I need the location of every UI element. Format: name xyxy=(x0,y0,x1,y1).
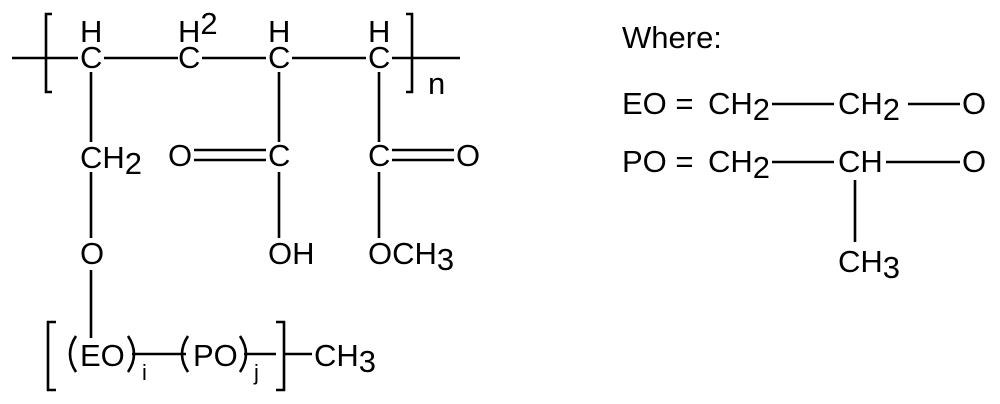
ester-methoxy: OCH3 xyxy=(368,236,454,277)
po-subscript: j xyxy=(253,360,259,385)
eo-oxygen: O xyxy=(962,86,986,121)
legend-heading: Where: xyxy=(622,20,722,55)
acid-carbonyl-oxygen: O xyxy=(168,138,192,173)
ether-ch2: CH2 xyxy=(80,140,142,181)
side-chain-eo: EO xyxy=(80,338,125,373)
po-paren-left xyxy=(180,335,190,373)
po-ch2: CH2 xyxy=(708,144,770,185)
acid-branch: O C OH xyxy=(168,72,315,271)
acid-hydroxyl: OH xyxy=(268,236,315,271)
side-chain-bracket-right xyxy=(276,320,286,392)
side-chain-po: PO xyxy=(193,338,238,373)
side-chain-bracket-left xyxy=(46,320,56,392)
eo-label: EO = xyxy=(622,86,694,121)
eo-subscript: i xyxy=(142,360,147,385)
acid-carbon: C xyxy=(268,138,290,173)
po-oxygen: O xyxy=(962,144,986,179)
backbone-c3-hydrogen: H xyxy=(268,14,290,49)
backbone-c1-hydrogen: H xyxy=(80,14,102,49)
ester-carbon: C xyxy=(368,138,390,173)
side-chain-end-group: CH3 xyxy=(314,338,376,379)
ester-carbonyl-oxygen: O xyxy=(456,138,480,173)
eo-ch2-first: CH2 xyxy=(708,86,770,127)
repeat-bracket-left xyxy=(44,12,52,94)
backbone-c4-hydrogen: H xyxy=(368,14,390,49)
repeat-bracket-right xyxy=(406,12,414,94)
legend-eo-definition: EO = CH2 CH2 O xyxy=(622,86,986,127)
ester-branch: C O OCH3 xyxy=(368,72,480,277)
ether-branch: CH2 O xyxy=(80,72,142,338)
po-ch: CH xyxy=(838,144,883,179)
eo-paren-left xyxy=(68,335,78,373)
backbone-c4: C xyxy=(368,40,390,75)
backbone-c2: C xyxy=(178,40,200,75)
repeat-subscript: n xyxy=(428,66,445,101)
backbone-c3: C xyxy=(268,40,290,75)
legend: Where: EO = CH2 CH2 O PO = CH2 CH O CH3 xyxy=(622,20,986,285)
polyether-side-chain: EO i PO j CH3 xyxy=(46,320,376,392)
ether-oxygen: O xyxy=(80,236,104,271)
legend-po-definition: PO = CH2 CH O CH3 xyxy=(622,144,986,285)
po-methyl: CH3 xyxy=(838,244,900,285)
eo-ch2-second: CH2 xyxy=(838,86,900,127)
backbone-c1: C xyxy=(80,40,102,75)
polymer-backbone: H C H2 C H C H C n xyxy=(12,6,460,101)
po-label: PO = xyxy=(622,144,694,179)
backbone-c2-hydrogen: H2 xyxy=(178,6,218,49)
